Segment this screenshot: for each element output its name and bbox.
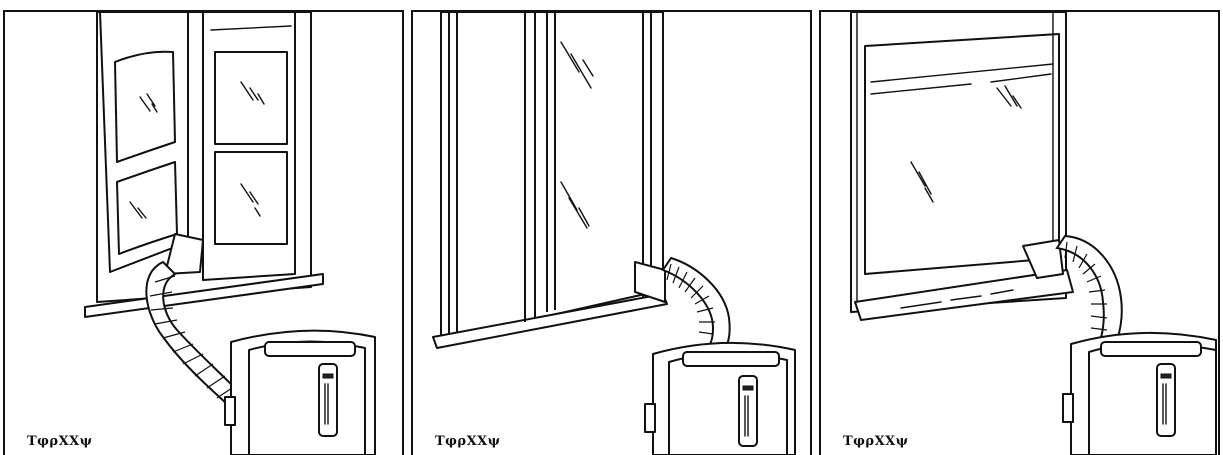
portable-air-conditioner [225,331,375,455]
hung-window-illustration [821,12,1218,455]
window-frame [433,12,667,348]
portable-air-conditioner [645,343,795,455]
right-sash [203,12,295,280]
left-sash [100,12,188,272]
portable-air-conditioner [1063,333,1216,455]
panel-sliding-window: TφρXXψ [411,10,812,455]
panel-3-caption: TφρXXψ [841,434,911,449]
panel-1-caption: TφρXXψ [25,434,95,449]
sliding-window-illustration [413,12,810,455]
casement-window-illustration [5,12,402,455]
panel-casement-window: TφρXXψ [3,10,404,455]
panel-hung-window: TφρXXψ [819,10,1220,455]
panel-2-caption: TφρXXψ [433,434,503,449]
